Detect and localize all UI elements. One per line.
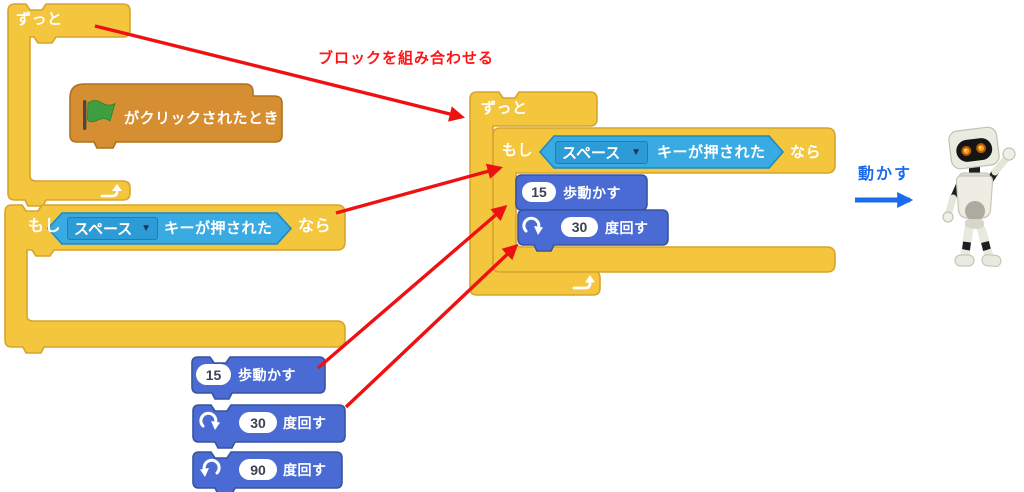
- key-dropdown-combined[interactable]: スペース ▼: [555, 141, 648, 164]
- when-flag-clicked-label: がクリックされたとき: [124, 110, 280, 127]
- turn-suffix-label: 度回す: [283, 415, 327, 431]
- chevron-down-icon: ▼: [631, 147, 641, 158]
- key-dropdown-left[interactable]: スペース ▼: [67, 217, 158, 240]
- loop-arrow-icon: [572, 275, 595, 290]
- turn-degrees-input[interactable]: 90: [239, 459, 277, 480]
- turn-degrees-input[interactable]: 30: [561, 217, 598, 237]
- move-suffix-label: 歩動かす: [238, 367, 296, 383]
- then-label: なら: [790, 144, 822, 161]
- turn-suffix-label: 度回す: [283, 462, 327, 478]
- turn-degrees-input[interactable]: 30: [239, 412, 277, 433]
- robot-image: [942, 126, 1016, 268]
- then-label: なら: [298, 218, 332, 235]
- chevron-down-icon: ▼: [141, 223, 151, 234]
- move-steps-input[interactable]: 15: [196, 364, 231, 385]
- turn-counterclockwise-icon: [200, 458, 221, 477]
- key-dropdown-value: スペース: [74, 221, 133, 238]
- combine-blocks-caption: ブロックを組み合わせる: [318, 50, 495, 67]
- forever-label: ずっと: [481, 100, 528, 117]
- turn-clockwise-icon: [199, 411, 220, 430]
- key-pressed-label: キーが押された: [164, 220, 273, 237]
- turn-clockwise-icon: [522, 216, 543, 235]
- turn-suffix-label: 度回す: [605, 220, 649, 236]
- key-pressed-label: キーが押された: [657, 144, 766, 161]
- loop-arrow-icon: [100, 184, 122, 198]
- key-dropdown-value: スペース: [562, 145, 621, 162]
- move-suffix-label: 歩動かす: [563, 185, 621, 201]
- move-caption: 動かす: [858, 166, 913, 183]
- forever-block-empty[interactable]: [7, 3, 131, 207]
- forever-label: ずっと: [16, 11, 63, 28]
- move-steps-input[interactable]: 15: [522, 182, 556, 202]
- if-label: もし: [28, 218, 62, 235]
- if-label: もし: [502, 142, 534, 159]
